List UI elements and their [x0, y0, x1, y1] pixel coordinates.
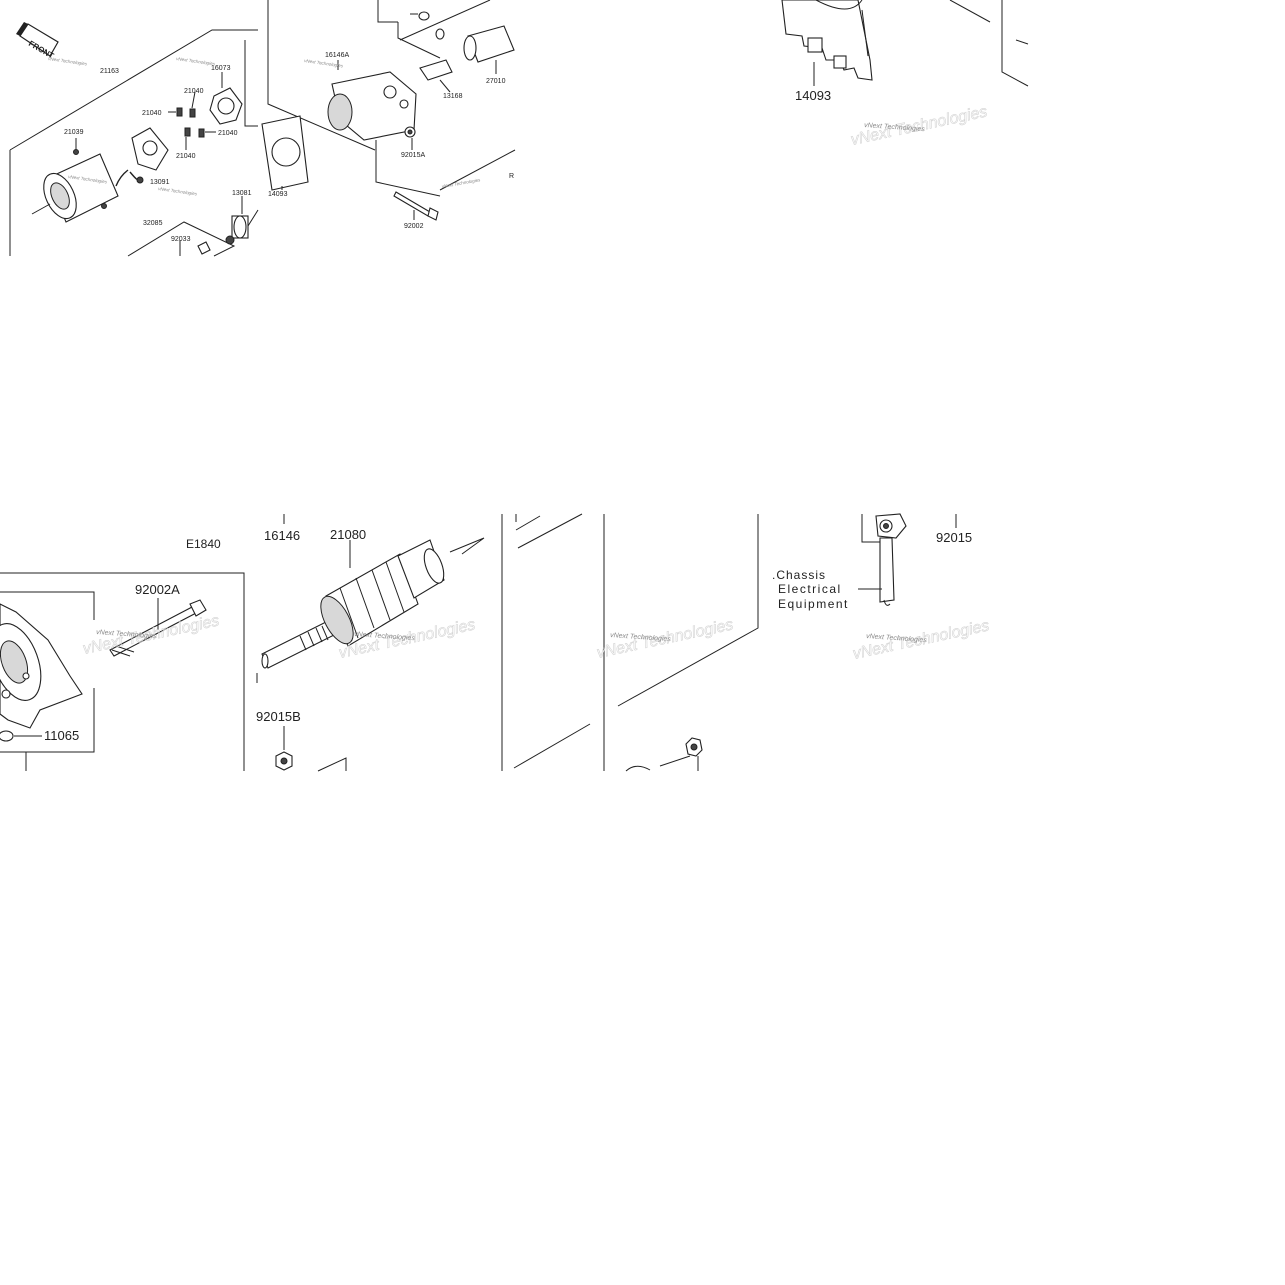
bolt-92002 — [393, 191, 439, 221]
top-left-exploded-view: FRONT — [9, 0, 516, 257]
svg-text:vNext Technologies: vNext Technologies — [158, 186, 198, 196]
label-21080: 21080 — [330, 527, 366, 542]
svg-text:vNext Technologies: vNext Technologies — [48, 56, 88, 66]
armature-part — [261, 537, 485, 669]
label-21040-b: 21040 — [142, 110, 162, 117]
label-13081: 13081 — [232, 190, 252, 197]
nut-92015B — [275, 726, 293, 771]
label-21040-a: 21040 — [184, 88, 204, 95]
label-92002A: 92002A — [135, 582, 180, 597]
gasket-small-part — [261, 115, 309, 191]
svg-text:vNext Technologies: vNext Technologies — [610, 632, 672, 643]
label-92033: 92033 — [171, 236, 191, 243]
washer-part — [625, 737, 703, 772]
svg-text:vNext Technologies: vNext Technologies — [96, 629, 158, 640]
brush-holder-part — [115, 127, 169, 187]
nut-92015A — [404, 126, 416, 150]
brush-springs — [168, 91, 216, 150]
label-11065: 11065 — [44, 728, 79, 743]
svg-text:vNext Technologies: vNext Technologies — [866, 633, 928, 644]
reference-note-line-2: Electrical — [778, 582, 842, 596]
label-21040-c: 21040 — [218, 130, 238, 137]
through-bolt-92002A — [109, 598, 207, 657]
top-right-gasket-view: 14093 vNext Technologies vNext Technolog… — [781, 0, 1029, 149]
label-16073: 16073 — [211, 65, 231, 72]
pinion-gear-part — [225, 196, 259, 245]
top-right-watermark: vNext Technologies vNext Technologies — [849, 103, 989, 149]
svg-text:vNext Technologies: vNext Technologies — [864, 122, 926, 133]
label-27010: 27010 — [486, 78, 506, 85]
label-92002: 92002 — [404, 223, 424, 230]
label-32085: 32085 — [143, 220, 163, 227]
label-21163: 21163 — [100, 68, 119, 75]
o-ring-top — [410, 11, 445, 40]
label-92015A: 92015A — [401, 152, 425, 159]
top-left-watermarks: vNext Technologies vNext Technologies vN… — [48, 56, 482, 196]
label-14093-large: 14093 — [795, 88, 831, 103]
diagram-code: E1840 — [186, 537, 221, 551]
gasket-large-part — [781, 0, 873, 81]
bottom-watermarks: vNext Technologies vNext Technologies vN… — [81, 612, 991, 663]
solenoid-part — [463, 25, 515, 74]
top-left-labels: 21163 16073 21040 21040 21040 21040 2103… — [64, 52, 514, 243]
label-16146A: 16146A — [325, 52, 349, 59]
label-R: R — [509, 173, 514, 180]
label-92015: 92015 — [936, 530, 972, 545]
svg-text:vNext Technologies: vNext Technologies — [176, 56, 216, 66]
front-direction-badge: FRONT — [16, 22, 59, 61]
label-13091: 13091 — [150, 179, 170, 186]
reference-note: .Chassis Electrical Equipment — [772, 568, 882, 611]
label-16146: 16146 — [264, 528, 300, 543]
svg-text:vNext Technologies: vNext Technologies — [68, 174, 108, 184]
label-21040-d: 21040 — [176, 153, 196, 160]
reference-note-line-3: Equipment — [778, 597, 849, 611]
starter-motor-assembly — [327, 60, 441, 197]
label-92015B: 92015B — [256, 709, 301, 724]
svg-text:vNext Technologies: vNext Technologies — [441, 177, 481, 189]
bottom-exploded-view: E1840 92002A 11065 16 — [0, 513, 991, 772]
end-cover-part — [0, 603, 83, 729]
reference-note-line-1: .Chassis — [772, 568, 826, 582]
nut-92033 — [197, 241, 211, 255]
o-ring-11065 — [0, 730, 42, 742]
label-21039: 21039 — [64, 129, 84, 136]
terminal-cable-part — [861, 513, 957, 606]
svg-text:vNext Technologies: vNext Technologies — [354, 631, 416, 642]
shift-lever-part — [419, 59, 453, 93]
svg-text:vNext Technologies: vNext Technologies — [304, 58, 344, 68]
label-14093-small: 14093 — [268, 191, 288, 198]
starter-yoke-part — [31, 138, 119, 223]
holder-plate-part — [209, 72, 243, 125]
label-13168: 13168 — [443, 93, 463, 100]
